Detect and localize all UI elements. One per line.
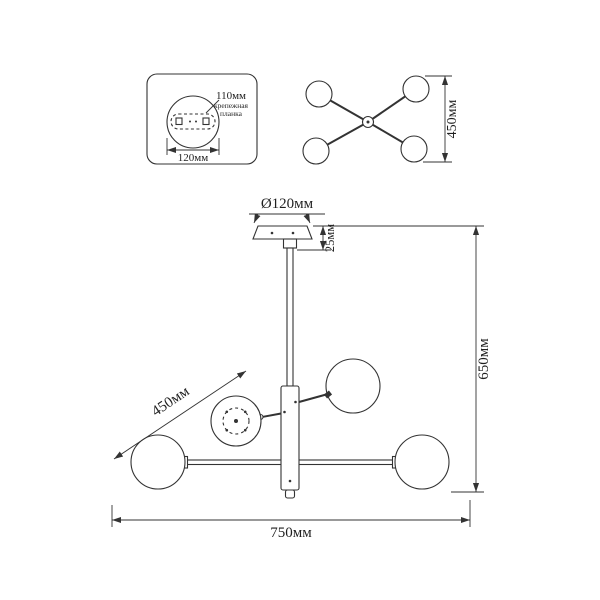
front-sphere-screw-dot <box>225 410 229 414</box>
canopy-plate-top-view <box>166 95 220 149</box>
glass-sphere-upper <box>325 358 381 414</box>
canopy-diameter-label: Ø120мм <box>261 196 314 212</box>
top-span-label: 450мм <box>445 100 460 139</box>
glass-sphere-left <box>130 434 186 490</box>
front-sphere-screw-dot <box>225 428 229 432</box>
canopy-diameter-leader-right <box>303 213 311 224</box>
glass-sphere-right <box>394 434 450 490</box>
top-view-bulb-lr <box>400 135 428 163</box>
body-screw-dot <box>288 479 292 483</box>
ceiling-canopy <box>252 225 313 240</box>
top-view-bulb-ul <box>305 80 333 108</box>
front-sphere-screw-dot <box>243 428 247 432</box>
body-screw-dot <box>294 400 297 404</box>
top-view-bulb-ur <box>402 75 430 103</box>
top-view-center-dot <box>366 120 370 124</box>
bracket-name-line2: планка <box>220 109 243 118</box>
canopy-diameter-leader-left <box>253 213 261 224</box>
front-sphere-center-dot <box>234 419 238 423</box>
detail-inset-border <box>146 73 258 165</box>
bracket-hole-right <box>202 117 210 126</box>
canopy-fitting <box>282 238 298 249</box>
bracket-hole-left <box>175 117 183 126</box>
canopy-screw-dot <box>270 231 274 235</box>
bracket-callout-leader <box>205 99 220 114</box>
front-arm <box>260 412 282 419</box>
upper-arm <box>298 393 329 403</box>
top-view-bulb-ll <box>302 137 330 165</box>
canopy-height-label: 25мм <box>323 224 337 252</box>
mounting-bracket-outline <box>170 113 216 130</box>
stem-rod <box>286 247 294 387</box>
front-view-dimensions: Ø120мм 25мм 450мм 650мм 750мм <box>111 196 492 541</box>
plate-width-label: 120мм <box>178 152 208 164</box>
bracket-screw-dot <box>189 120 191 123</box>
front-sphere-screw-dot <box>243 410 247 414</box>
overall-width-label: 750мм <box>270 525 312 541</box>
upper-arm-neck <box>323 390 333 399</box>
front-view <box>130 225 450 499</box>
arm-length-dim-line <box>113 370 247 460</box>
bracket-dim-label: 110мм <box>216 90 246 102</box>
canopy-screw-dot <box>291 231 295 235</box>
center-body-tip <box>284 489 296 499</box>
detail-inset: 110мм крепежная планка 120мм <box>146 73 258 165</box>
body-screw-dot <box>283 410 286 414</box>
bracket-name-line1: крепежная <box>214 101 249 110</box>
bracket-screw-dot <box>195 120 197 123</box>
arm-length-label: 450мм <box>149 383 193 420</box>
top-view: 450мм <box>302 75 460 165</box>
overall-height-label: 650мм <box>476 338 492 380</box>
